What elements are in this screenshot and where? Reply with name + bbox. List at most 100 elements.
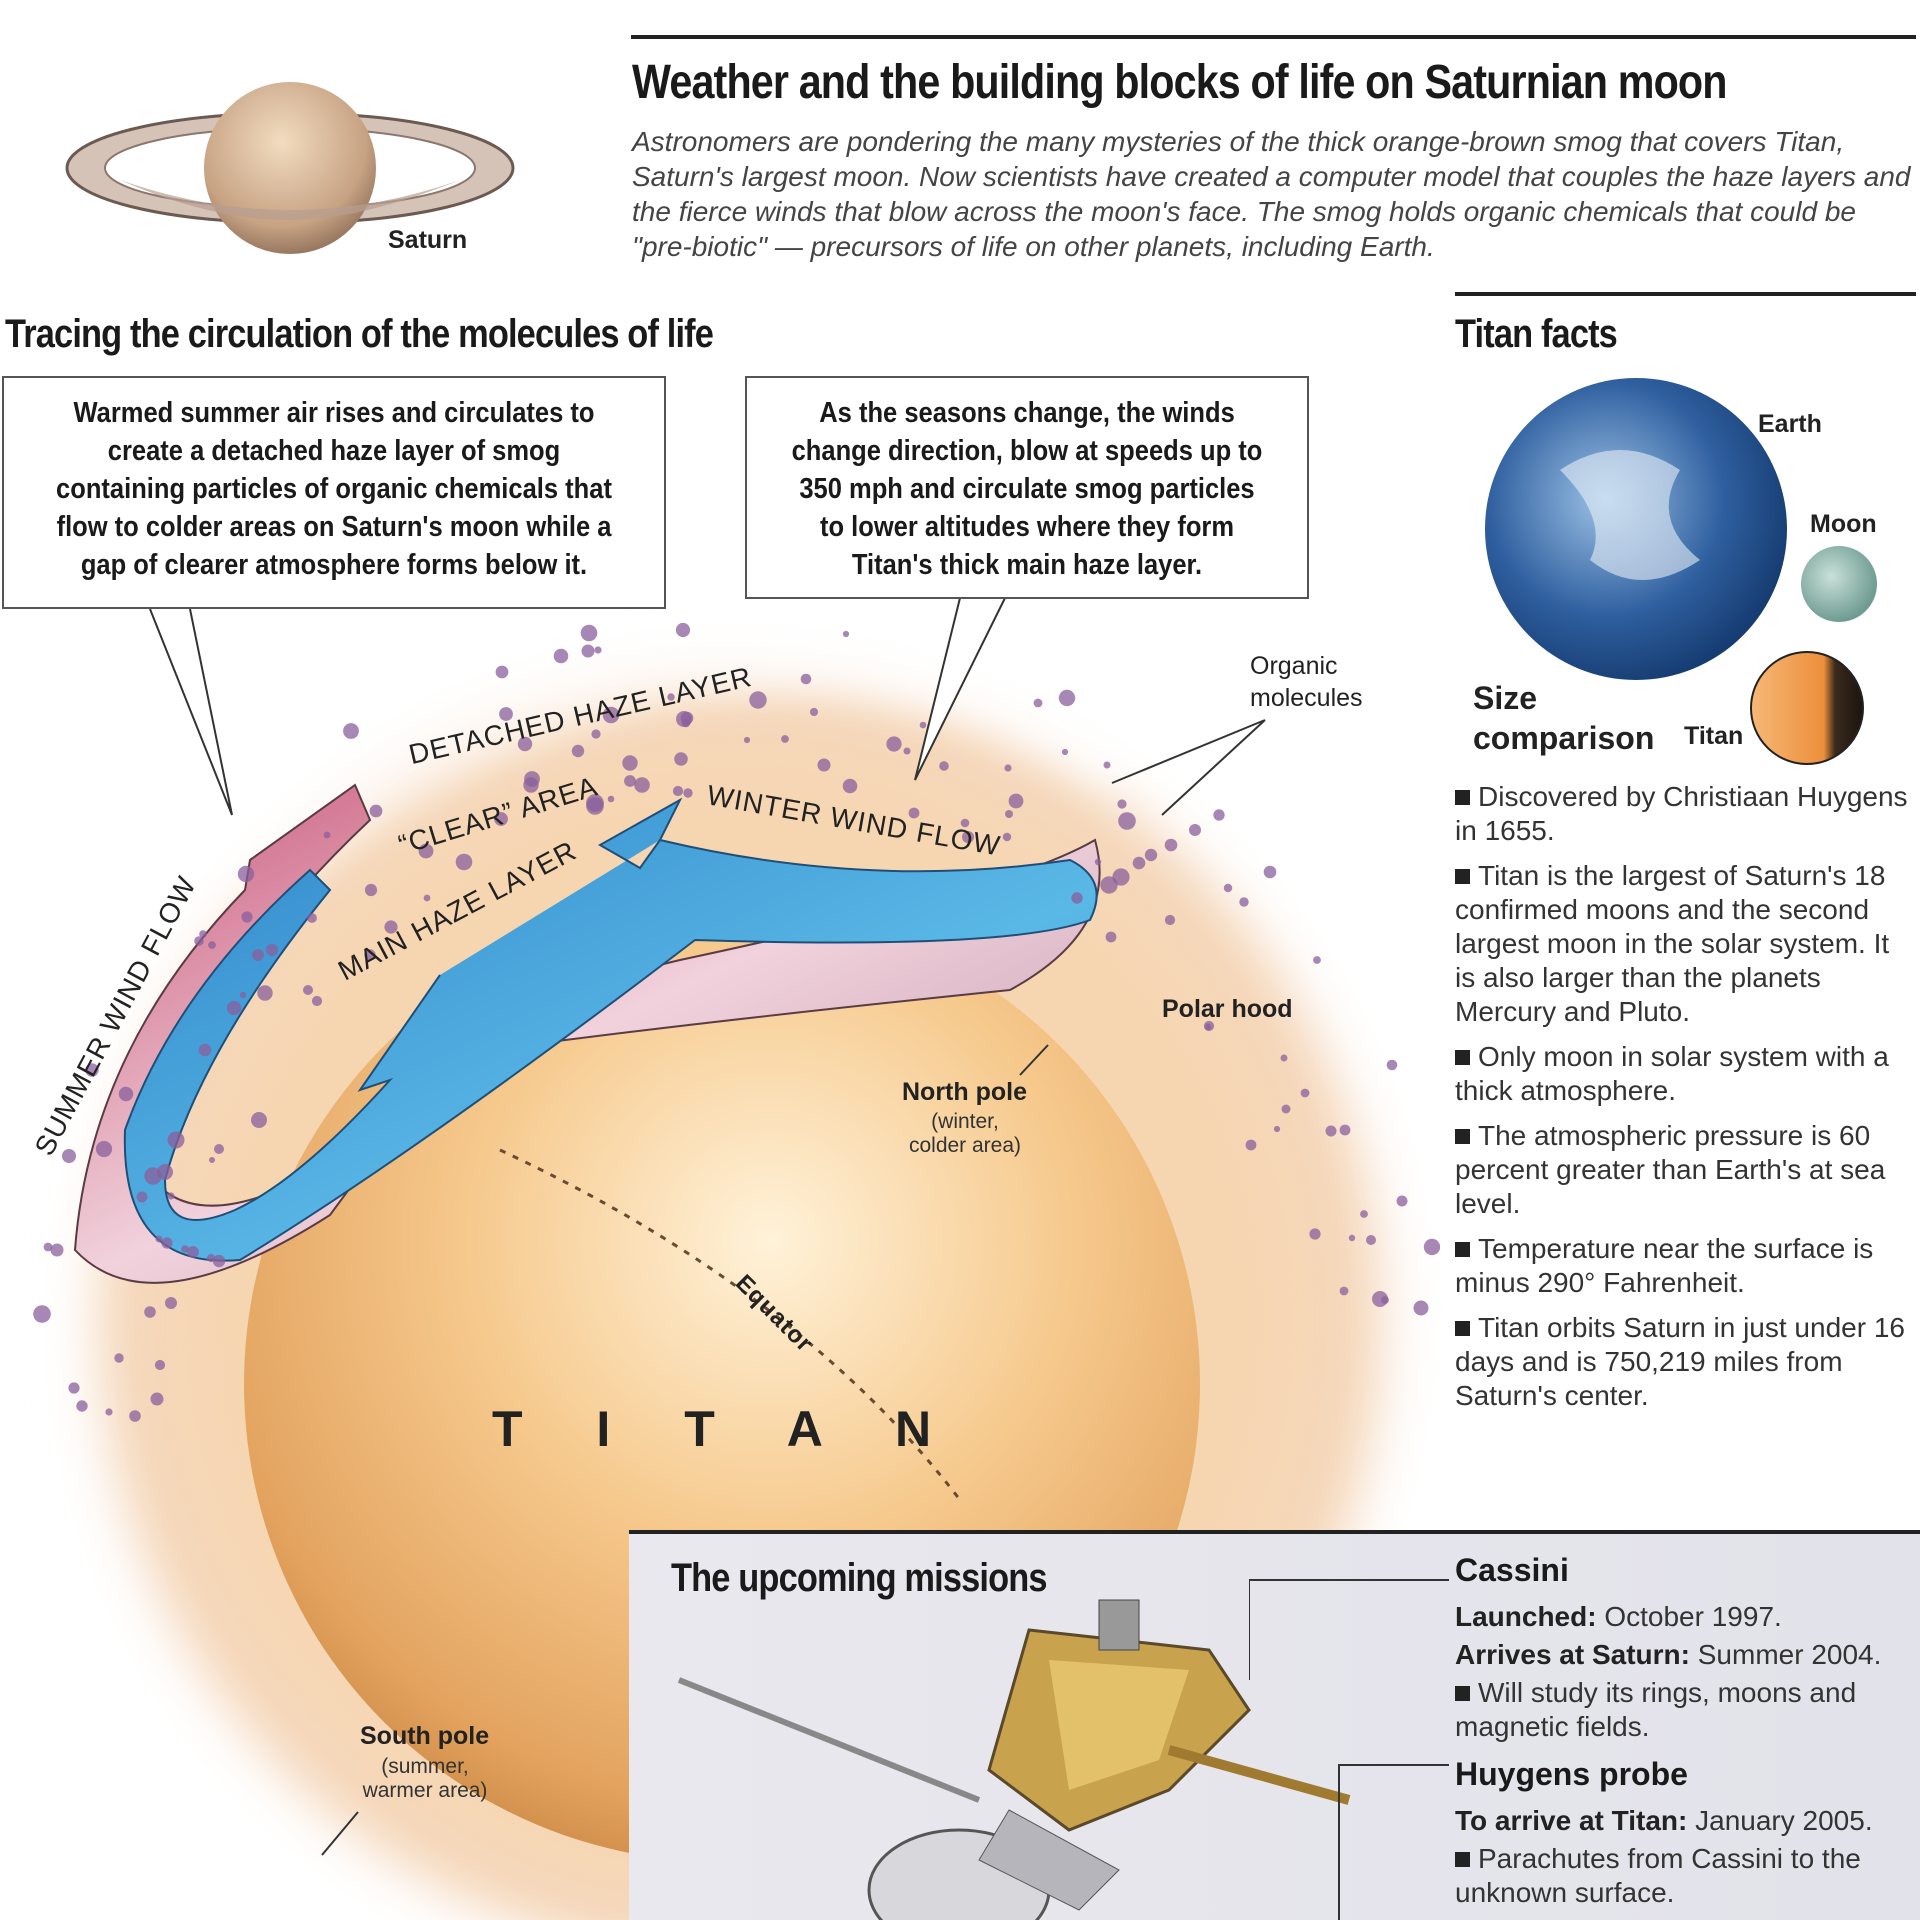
molecule-dot	[607, 795, 615, 803]
molecule-dot	[1366, 1235, 1376, 1245]
molecule-dot	[1381, 1296, 1389, 1304]
cassini-launched: Launched: October 1997.	[1455, 1600, 1895, 1634]
molecule-dot	[586, 797, 604, 815]
molecule-dot	[680, 711, 694, 725]
bullet-icon	[1455, 1686, 1470, 1701]
molecule-dot	[198, 1043, 212, 1057]
molecule-dot	[226, 1000, 242, 1016]
moon-icon	[1801, 546, 1877, 622]
fact-text: Temperature near the surface is minus 29…	[1455, 1233, 1874, 1298]
molecule-dot	[1005, 810, 1013, 818]
titan-label: T I T A N	[492, 1401, 962, 1457]
molecule-dot	[1061, 748, 1069, 756]
molecule-dot	[1058, 689, 1076, 707]
bullet-icon	[1455, 869, 1470, 884]
molecule-dot	[886, 736, 902, 752]
size-comparison	[1485, 378, 1877, 765]
molecule-dot	[1002, 832, 1012, 842]
molecule-dot	[307, 913, 317, 923]
molecule-dot	[1245, 1139, 1257, 1151]
molecule-dot	[343, 723, 359, 739]
molecule-dot	[683, 788, 693, 798]
molecule-dot	[517, 736, 533, 752]
molecule-dot	[743, 736, 751, 744]
molecule-dot	[1213, 809, 1225, 821]
molecule-dot	[495, 665, 509, 679]
molecule-dot	[939, 761, 949, 771]
molecule-dot	[1144, 848, 1158, 862]
molecule-dot	[842, 630, 850, 638]
molecule-dot	[239, 991, 247, 999]
molecule-dot	[1112, 868, 1130, 886]
molecule-dot	[105, 1408, 113, 1416]
missions-rule	[629, 1530, 1920, 1534]
molecule-dot	[194, 936, 204, 946]
molecule-dot	[634, 777, 650, 793]
molecule-dot	[167, 1131, 185, 1149]
molecule-dot	[1273, 1125, 1281, 1133]
molecule-dot	[251, 1112, 267, 1128]
molecule-dot	[157, 1164, 173, 1180]
polar-hood-label: Polar hood	[1162, 995, 1293, 1023]
cassini-spacecraft-illustration	[677, 1599, 1351, 1920]
cassini-note-text: Will study its rings, moons and magnetic…	[1455, 1677, 1857, 1742]
molecule-dot	[624, 775, 636, 787]
molecule-dot	[800, 673, 812, 685]
huygens-heading: Huygens probe	[1455, 1756, 1688, 1792]
molecule-dot	[1004, 764, 1012, 772]
molecule-dot	[581, 644, 595, 658]
molecule-dot	[208, 941, 216, 949]
fact-text: Titan is the largest of Saturn's 18 conf…	[1455, 860, 1890, 1027]
molecule-dot	[155, 1235, 163, 1243]
molecule-dot	[1203, 1020, 1215, 1032]
molecule-dot	[43, 1242, 53, 1252]
molecule-dot	[781, 735, 789, 743]
molecule-dot	[209, 1157, 215, 1163]
huygens-note: Parachutes from Cassini to the unknown s…	[1455, 1842, 1895, 1910]
saturn-label: Saturn	[388, 226, 468, 254]
titan-small-label: Titan	[1684, 722, 1744, 750]
molecule-dot	[129, 1410, 141, 1422]
fact-item: Titan is the largest of Saturn's 18 conf…	[1455, 859, 1915, 1029]
titan-small-icon	[1750, 651, 1864, 765]
molecule-dot	[68, 1382, 80, 1394]
arrives-value: Summer 2004.	[1697, 1639, 1882, 1670]
molecule-dot	[675, 622, 691, 638]
molecule-dot	[150, 1392, 164, 1406]
top-rule	[631, 35, 1916, 39]
molecule-dot	[1280, 1054, 1288, 1062]
molecule-dot	[1117, 799, 1127, 809]
page-title: Weather and the building blocks of life …	[632, 56, 1728, 109]
molecule-dot	[1360, 1210, 1368, 1218]
molecule-dot	[1189, 824, 1201, 836]
bullet-icon	[1455, 1242, 1470, 1257]
molecule-dot	[303, 985, 313, 995]
fact-text: Titan orbits Saturn in just under 16 day…	[1455, 1312, 1905, 1411]
molecule-dot	[241, 911, 253, 923]
facts-rule	[1455, 292, 1916, 296]
molecule-dot	[187, 1246, 199, 1258]
molecule-dot	[384, 920, 398, 934]
arrives-label: Arrives at Saturn:	[1455, 1639, 1690, 1670]
molecule-dot	[1281, 1104, 1291, 1114]
molecule-dot	[1223, 883, 1233, 893]
molecule-dot	[1325, 1125, 1337, 1137]
molecule-dot	[364, 883, 378, 897]
molecule-dot	[1348, 1234, 1356, 1242]
molecule-dot	[672, 785, 684, 797]
molecule-dot	[960, 818, 970, 828]
molecule-dot	[1132, 856, 1146, 870]
molecule-dot	[199, 930, 207, 938]
bullet-icon	[1455, 1050, 1470, 1065]
fact-item: Titan orbits Saturn in just under 16 day…	[1455, 1311, 1915, 1413]
molecule-dot	[667, 693, 675, 701]
molecule-dot	[817, 758, 831, 772]
summer-callout-text: Warmed summer air rises and circulates t…	[56, 397, 612, 581]
molecule-dot	[311, 995, 323, 1007]
bullet-icon	[1455, 1321, 1470, 1336]
missions-panel: The upcoming missions Cassini Launched: …	[629, 1530, 1920, 1920]
south-pole-label: South pole	[360, 1722, 490, 1750]
molecule-dot	[524, 771, 540, 787]
fact-text: Discovered by Christiaan Huygens in 1655…	[1455, 781, 1908, 846]
missions-heading: The upcoming missions	[671, 1556, 1048, 1600]
